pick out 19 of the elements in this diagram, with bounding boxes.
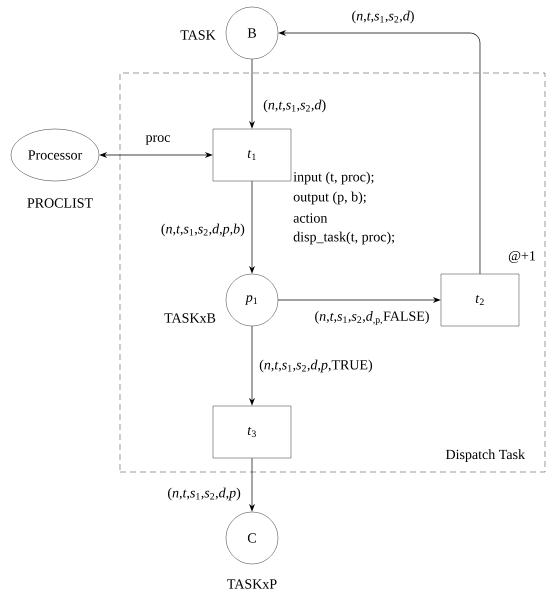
place-label: TASKxP [227,579,277,589]
transition-box: t$_{1}$ [212,128,292,182]
edge-label: (n,t,s$_{1}$,s$_{2}$,d,p) [166,486,242,502]
place-label: TASKxB [164,313,216,323]
place-label: PROCLIST [27,198,93,208]
transition-code: disp_task(t, proc); [294,232,394,244]
edge-label: (n,t,s$_{1}$,s$_{2}$,d) [262,98,328,114]
edge-label: (n,t,s$_{1}$,s$_{2}$,d) [350,10,416,24]
transition-box: t$_{2}$ [440,274,520,326]
edge-label: proc [144,134,172,146]
transition-box: t$_{3}$ [212,406,292,458]
place-label: TASK [180,30,216,40]
delay-label: @+1 [508,251,536,263]
edge-label: (n,t,s$_{1}$,s$_{2}$,d$_{,p,}$FALSE) [314,310,430,326]
transition-code: output (p, b); [294,192,366,204]
edge-label: (n,t,s$_{1}$,s$_{2}$,d,p,b) [160,222,246,238]
transition-code: input (t, proc); [294,172,374,184]
edge-label: (n,t,s$_{1}$,s$_{2}$,d,p,TRUE) [258,358,374,374]
transition-code: action [294,213,328,223]
